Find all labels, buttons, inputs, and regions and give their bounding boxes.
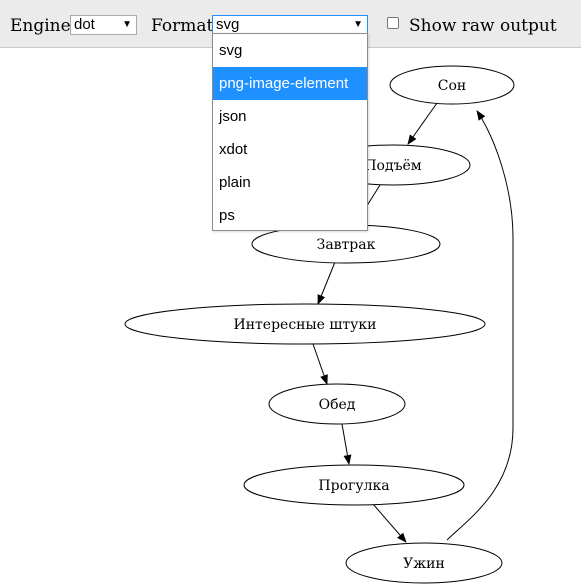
format-select[interactable]: svg ▼ [212,15,368,35]
format-label: Format: [151,16,220,36]
edge-shtuki-obed [312,343,328,385]
graph-node: Обед [268,383,406,425]
node-label: Завтрак [317,237,376,253]
format-option-ps[interactable]: ps [219,207,235,224]
edge-progulka-uzhin [372,503,407,543]
graph-node: Ужин [345,542,503,584]
engine-select[interactable]: dot ▼ [70,15,137,35]
chevron-down-icon: ▼ [353,19,363,30]
format-option-xdot[interactable]: xdot [219,141,248,158]
node-label: Ужин [403,556,445,572]
format-option-svg[interactable]: svg [219,42,243,59]
graph-node: Завтрак [251,224,441,264]
format-option-plain[interactable]: plain [219,174,251,191]
node-label: Прогулка [318,478,389,494]
node-label: Обед [319,397,356,413]
format-select-value: svg [216,16,240,33]
node-label: Сон [438,78,466,94]
node-label: Подъём [364,158,421,174]
raw-output-checkbox[interactable] [387,17,399,29]
edge-zavtrak-shtuki [317,261,336,305]
graph-node: Прогулка [243,464,465,506]
edge-obed-progulka [341,423,352,465]
edge-son-podem [407,102,438,145]
chevron-down-icon: ▼ [122,19,132,30]
node-label: Интересные штуки [234,317,377,333]
graph-node: Интересные штуки [124,303,486,345]
format-dropdown-list[interactable]: svg png-image-element json xdot plain ps [212,33,368,231]
format-option-json[interactable]: json [219,108,247,125]
format-option-png-image-element[interactable]: png-image-element [213,67,367,100]
edge-uzhin-son [446,110,514,541]
engine-select-value: dot [74,16,95,33]
graph-node: Сон [389,65,515,105]
toolbar: Engine: dot ▼ Format: svg ▼ Show raw out… [0,0,581,48]
raw-output-label[interactable]: Show raw output [409,16,557,36]
engine-label: Engine: [10,16,77,36]
